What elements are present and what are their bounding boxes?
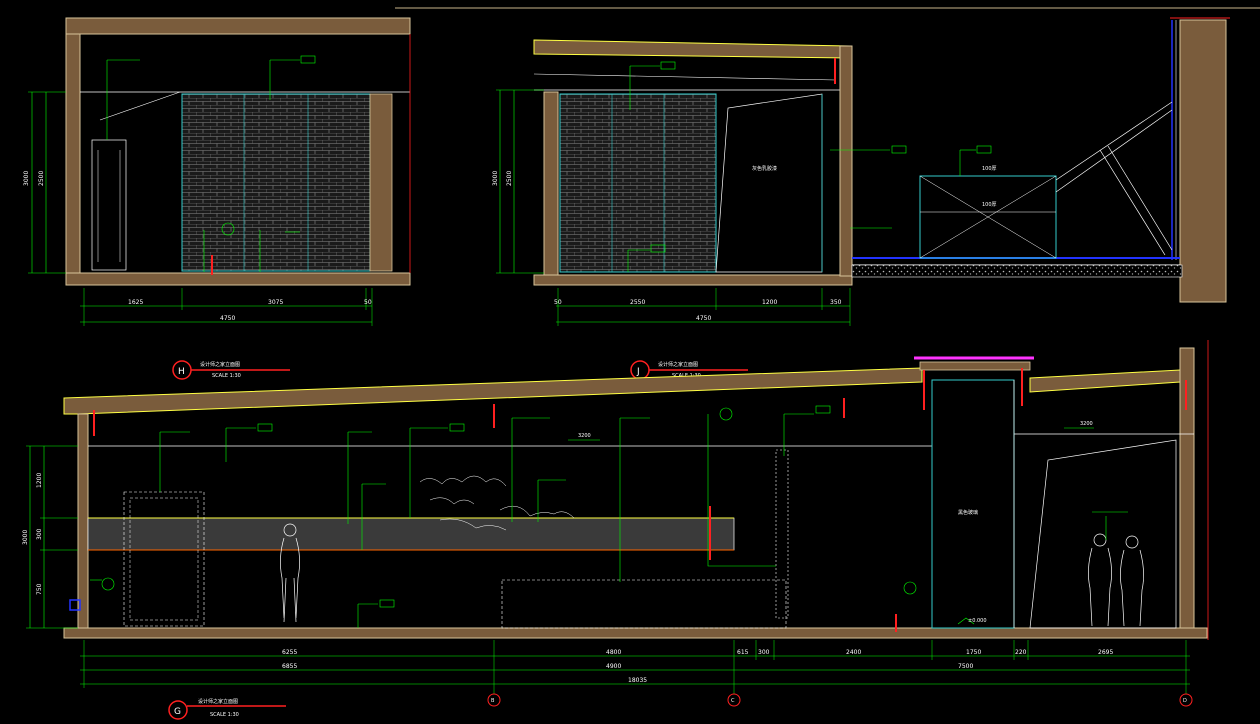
- sloped-roof: [63, 367, 923, 415]
- brick-wall: [181, 93, 371, 272]
- left-wall: [543, 91, 559, 276]
- dim-label: 50: [364, 299, 372, 306]
- svg-text:B: B: [491, 698, 495, 704]
- planter-box: [919, 175, 1057, 259]
- grid-bubble-C: C: [727, 693, 741, 707]
- dim-total: 4750: [696, 315, 711, 322]
- dim-label: 2400: [846, 649, 861, 656]
- title-text: 设计师之家立面图: [198, 698, 238, 705]
- dim-height: 3000: [22, 530, 29, 545]
- sloped-ceiling: [533, 39, 851, 59]
- elevation-bottom: 黑色玻璃: [22, 340, 1209, 707]
- dim-height: 2500: [38, 171, 45, 186]
- ceiling-height: 3200: [578, 433, 591, 439]
- center-panel-label: 黑色玻璃: [958, 509, 978, 516]
- skylight-frame: [919, 361, 1031, 371]
- cabinet: [123, 491, 205, 627]
- right-wall: [839, 45, 853, 277]
- dim-height: 2500: [506, 171, 513, 186]
- dim-label: 4800: [606, 649, 621, 656]
- person-figure-2: [1088, 533, 1144, 627]
- display-band: [87, 517, 735, 551]
- ceiling-height: 3200: [1080, 421, 1093, 427]
- svg-text:C: C: [731, 698, 735, 704]
- dim-label: 2695: [1098, 649, 1113, 656]
- grid-bubble-D: D: [1179, 693, 1193, 707]
- title-letter: H: [178, 367, 185, 377]
- left-wall: [77, 413, 89, 629]
- column: [369, 93, 393, 272]
- dim-label: 2550: [630, 299, 645, 306]
- box-label: 100厚: [982, 166, 997, 172]
- dimensions-bottom: 6255 4800 615 300 2400 1750 220 2695 685…: [80, 640, 1190, 694]
- grid-bubble-B: B: [487, 693, 501, 707]
- dim-height: 3000: [492, 171, 499, 186]
- cabinet: [91, 139, 127, 271]
- center-panel: [931, 379, 1015, 629]
- balcony-section: 100厚 100厚: [851, 17, 1230, 303]
- floor-slab: [65, 272, 411, 286]
- dim-label: 50: [554, 299, 562, 306]
- gravel-bed: [851, 264, 1183, 278]
- dim-label: 1750: [966, 649, 981, 656]
- dim-label: 220: [1015, 649, 1027, 656]
- ceiling-slab: [65, 17, 411, 35]
- dim-label: 300: [758, 649, 770, 656]
- dim-height: 1200: [36, 473, 43, 488]
- title-scale: SCALE 1:30: [210, 712, 239, 718]
- title-text: 设计师之家立面图: [658, 361, 698, 368]
- panel-label: 灰色乳胶漆: [752, 165, 777, 172]
- leader-lines: [90, 405, 1128, 628]
- plant-sketch: [419, 475, 575, 531]
- dim-label: 4900: [606, 663, 621, 670]
- dimensions-top-middle: 50 2550 1200 350 4750 3000 2500: [492, 89, 851, 326]
- dim-total: 4750: [220, 315, 235, 322]
- title-letter: G: [174, 707, 181, 717]
- exterior-wall: [1179, 19, 1227, 303]
- dimensions-top-left: 1625 3075 50 4750 3000 2500: [23, 91, 373, 326]
- title-scale: SCALE 1:30: [212, 373, 241, 379]
- section-title-G: G 设计师之家立面图 SCALE 1:30: [168, 698, 286, 720]
- elevation-top-middle: 灰色乳胶漆 50 2550 1200 350 4750: [492, 39, 907, 326]
- brick-wall: [559, 93, 717, 273]
- floor-slab: [63, 627, 1208, 639]
- elevation-top-left: 1625 3075 50 4750 3000 2500: [23, 17, 411, 326]
- level-mark: ±0.000: [968, 618, 987, 624]
- dim-height: 3000: [23, 171, 30, 186]
- title-letter: J: [636, 367, 640, 377]
- glass-door: [1029, 439, 1177, 629]
- svg-text:D: D: [1183, 698, 1187, 704]
- column-dashed: [775, 449, 789, 619]
- dim-height: 300: [36, 528, 43, 540]
- left-wall: [65, 33, 81, 274]
- dimensions-bottom-left: 3000 1200 300 750: [22, 445, 81, 629]
- dim-label: 1625: [128, 299, 143, 306]
- dim-label: 615: [737, 649, 749, 656]
- dim-height: 750: [36, 583, 43, 595]
- section-title-H: H 设计师之家立面图 SCALE 1:30: [172, 360, 290, 380]
- person-figure-1: [280, 523, 300, 623]
- bench: [501, 579, 787, 629]
- box-label: 100厚: [982, 202, 997, 208]
- dim-label: 6255: [282, 649, 297, 656]
- title-text: 设计师之家立面图: [200, 361, 240, 368]
- dim-label: 1200: [762, 299, 777, 306]
- dim-label: 350: [830, 299, 842, 306]
- glass-panel: [715, 93, 823, 273]
- dim-label: 7500: [958, 663, 973, 670]
- dim-label: 6855: [282, 663, 297, 670]
- floor-slab: [533, 274, 853, 286]
- dim-label: 3075: [268, 299, 283, 306]
- dim-total: 18035: [628, 677, 647, 684]
